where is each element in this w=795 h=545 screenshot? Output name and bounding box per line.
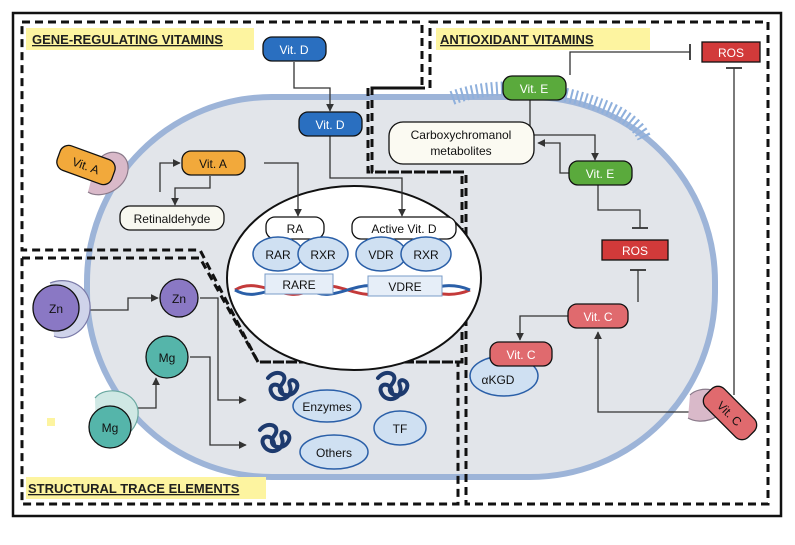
zn-inner-circle bbox=[159, 278, 199, 318]
antioxidant-title-highlight bbox=[436, 28, 650, 50]
retinaldehyde-label: Retinaldehyde bbox=[134, 212, 211, 226]
mg-inner-label: Mg bbox=[159, 351, 176, 365]
vitc-mito-pill bbox=[489, 341, 553, 367]
ra-box bbox=[265, 216, 325, 240]
rxr-receptor-left bbox=[297, 236, 349, 272]
arrow-vita-in bbox=[159, 159, 181, 192]
rxr-receptor-right bbox=[400, 236, 452, 272]
vitc-mid-pill bbox=[567, 303, 629, 329]
arrow-vita-to-ra bbox=[264, 162, 302, 217]
arrow-mg-to-others bbox=[190, 356, 247, 449]
vite-outer-label: Vit. E bbox=[520, 82, 548, 96]
vita-inner-pill bbox=[181, 150, 246, 176]
rare-label: RARE bbox=[282, 278, 315, 292]
carboxy-label-1: Carboxychromanol bbox=[411, 128, 512, 142]
arrow-vitd-to-cell bbox=[293, 62, 334, 112]
vitc-mid-label: Vit. C bbox=[583, 310, 612, 324]
vitd-outer-label: Vit. D bbox=[279, 43, 308, 57]
ros-mid-label: ROS bbox=[622, 244, 648, 258]
trace-title-highlight bbox=[26, 477, 266, 499]
retinaldehyde-box bbox=[119, 205, 225, 231]
vite-inner-label: Vit. E bbox=[586, 167, 614, 181]
membrane-channel bbox=[449, 81, 652, 143]
arrow-vitd-to-active bbox=[329, 136, 406, 217]
ros-mid-box bbox=[601, 239, 669, 261]
vitd-outer-pill bbox=[262, 36, 327, 62]
tf-ellipse bbox=[373, 410, 427, 446]
rxr-label-left: RXR bbox=[310, 248, 336, 262]
active-vitd-box bbox=[351, 216, 457, 240]
inhibit-vite-to-ros-top bbox=[569, 51, 690, 75]
vdr-label: VDR bbox=[368, 248, 394, 262]
zn-inner-label: Zn bbox=[172, 292, 186, 306]
vdre-label: VDRE bbox=[388, 280, 421, 294]
decorative-highlight-dot bbox=[47, 418, 55, 426]
others-ellipse bbox=[299, 434, 369, 470]
protein-icon-enzymes bbox=[266, 370, 300, 402]
rxr-label-right: RXR bbox=[413, 248, 439, 262]
gene-section-box bbox=[20, 20, 464, 364]
protein-icon-others bbox=[258, 422, 292, 454]
antioxidant-section-box bbox=[370, 20, 770, 506]
arrow-mg-to-mg bbox=[132, 377, 160, 409]
antioxidant-section-title: ANTIOXIDANT VITAMINS bbox=[440, 32, 594, 47]
gene-title-highlight bbox=[26, 28, 254, 50]
carboxy-box bbox=[388, 121, 535, 165]
rare-box bbox=[264, 273, 334, 295]
tf-label: TF bbox=[393, 422, 408, 436]
ros-top-label: ROS bbox=[718, 46, 744, 60]
vitc-mito-label: Vit. C bbox=[506, 348, 535, 362]
ros-top-box bbox=[701, 41, 761, 63]
gene-section-title: GENE-REGULATING VITAMINS bbox=[32, 32, 223, 47]
vitd-inner-label: Vit. D bbox=[315, 118, 344, 132]
vite-inner-pill bbox=[568, 160, 633, 186]
zn-outer-circle bbox=[32, 284, 80, 332]
mg-outer-label: Mg bbox=[102, 421, 119, 435]
vita-inner-label: Vit. A bbox=[199, 157, 227, 171]
enzymes-ellipse bbox=[292, 389, 362, 423]
outer-frame bbox=[11, 11, 783, 518]
enzymes-label: Enzymes bbox=[302, 400, 351, 414]
akgd-label: αKGD bbox=[482, 373, 515, 387]
inhibit-vite-to-ros bbox=[597, 185, 641, 228]
ra-label: RA bbox=[287, 222, 304, 236]
arrow-vitc-to-mito bbox=[516, 315, 568, 341]
arrow-vita-to-retinaldehyde bbox=[171, 176, 211, 206]
rar-label: RAR bbox=[265, 248, 291, 262]
arrows bbox=[90, 44, 742, 449]
arrow-vite-to-vite bbox=[529, 98, 599, 161]
arrow-zn-to-enzymes bbox=[200, 297, 247, 404]
active-vitd-label: Active Vit. D bbox=[371, 222, 436, 236]
arrow-vite-to-carboxy bbox=[537, 139, 570, 174]
mg-outer-circle bbox=[88, 405, 132, 449]
zn-outer-label: Zn bbox=[49, 302, 63, 316]
arrow-vitc-in bbox=[594, 331, 706, 413]
protein-icon-tf bbox=[376, 370, 410, 402]
vitd-inner-pill bbox=[298, 111, 363, 137]
trace-section-box bbox=[20, 256, 460, 506]
vita-outer-pill bbox=[56, 144, 116, 186]
carboxy-label-2: metabolites bbox=[430, 144, 491, 158]
trace-section-title: STRUCTURAL TRACE ELEMENTS bbox=[28, 481, 240, 496]
mg-inner-circle bbox=[145, 335, 189, 379]
arrow-zn-to-zn bbox=[90, 294, 159, 311]
vite-outer-pill bbox=[502, 75, 567, 101]
others-label: Others bbox=[316, 446, 352, 460]
vitc-outer-pill bbox=[702, 385, 758, 441]
protein-icons bbox=[258, 370, 410, 454]
vdre-box bbox=[367, 275, 443, 297]
